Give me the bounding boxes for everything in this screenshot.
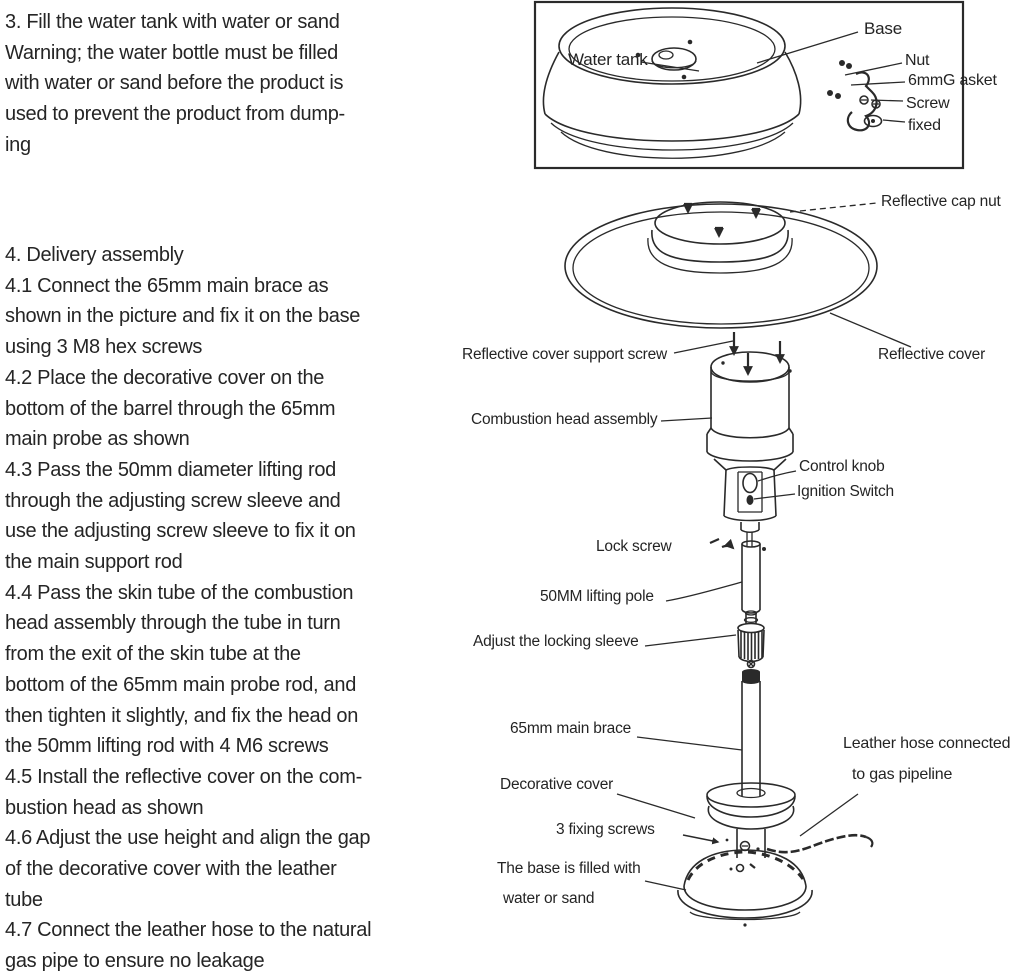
label-reflective-cover-support-screw: Reflective cover support screw [462,346,668,363]
label-nut: Nut [905,52,930,69]
label-water-tank: Water tank [568,50,648,69]
label-base: Base [864,19,902,38]
instruction-section-4: 4. Delivery assembly 4.1 Connect the 65m… [5,244,372,973]
label-leather-hose-line2: to gas pipeline [852,766,953,783]
label-gasket: 6mmG asket [908,72,997,89]
label-locking-sleeve: Adjust the locking sleeve [473,633,639,650]
label-base-filled-line1: The base is filled with [497,860,641,877]
label-main-brace: 65mm main brace [510,720,632,737]
label-base-filled-line2: water or sand [503,890,595,907]
label-control-knob: Control knob [799,458,885,475]
inset-box-diagram [533,0,965,170]
label-lock-screw: Lock screw [596,538,672,555]
label-reflective-cover: Reflective cover [878,346,986,363]
instruction-section-3: 3. Fill the water tank with water or san… [5,11,345,156]
exploded-assembly-art [564,201,912,927]
label-reflective-cap-nut: Reflective cap nut [881,193,1001,210]
label-fixing-screws: 3 fixing screws [556,821,655,838]
label-leather-hose-line1: Leather hose connected [843,735,1011,752]
label-ignition-switch: Ignition Switch [797,483,894,500]
fixing-hardware [827,60,883,132]
label-lifting-pole: 50MM lifting pole [540,588,654,605]
label-decorative-cover: Decorative cover [500,776,614,793]
label-fixed: fixed [908,117,941,134]
label-screw: Screw [906,95,950,112]
label-combustion-head-assembly: Combustion head assembly [471,411,658,428]
